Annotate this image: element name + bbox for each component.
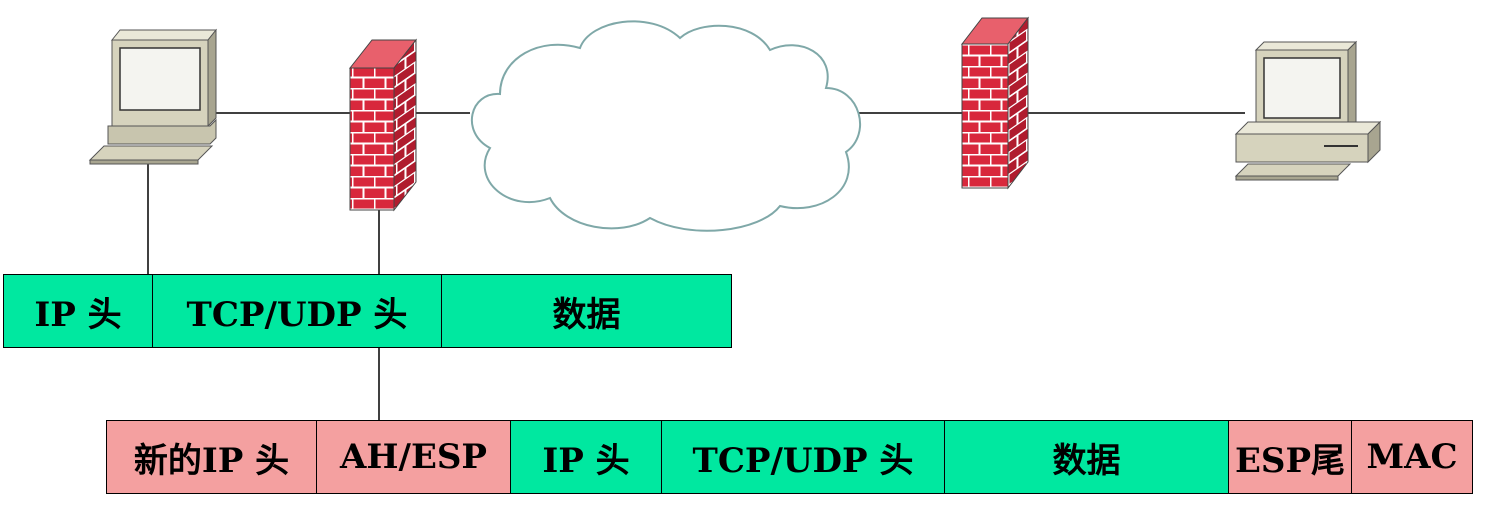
original-packet: IP 头 TCP/UDP 头 数据 xyxy=(3,274,732,348)
esp-trailer-cell: ESP尾 xyxy=(1227,420,1353,494)
encapsulated-packet: 新的IP 头 AH/ESP IP 头 TCP/UDP 头 数据 ESP尾 MAC xyxy=(106,420,1473,494)
data-cell: 数据 xyxy=(441,274,732,348)
inner-data-cell: 数据 xyxy=(944,420,1229,494)
new-ip-header-cell: 新的IP 头 xyxy=(106,420,317,494)
inner-ip-header-cell: IP 头 xyxy=(510,420,662,494)
ip-header-cell: IP 头 xyxy=(3,274,153,348)
computer-icon xyxy=(88,28,218,165)
tcp-udp-header-cell: TCP/UDP 头 xyxy=(151,274,443,348)
firewall-icon xyxy=(348,38,418,212)
ah-esp-cell: AH/ESP xyxy=(315,420,512,494)
inner-tcp-udp-header-cell: TCP/UDP 头 xyxy=(660,420,946,494)
cloud-icon xyxy=(471,20,862,232)
firewall-icon xyxy=(960,16,1030,190)
mac-cell: MAC xyxy=(1351,420,1473,494)
computer-icon xyxy=(1234,40,1382,181)
